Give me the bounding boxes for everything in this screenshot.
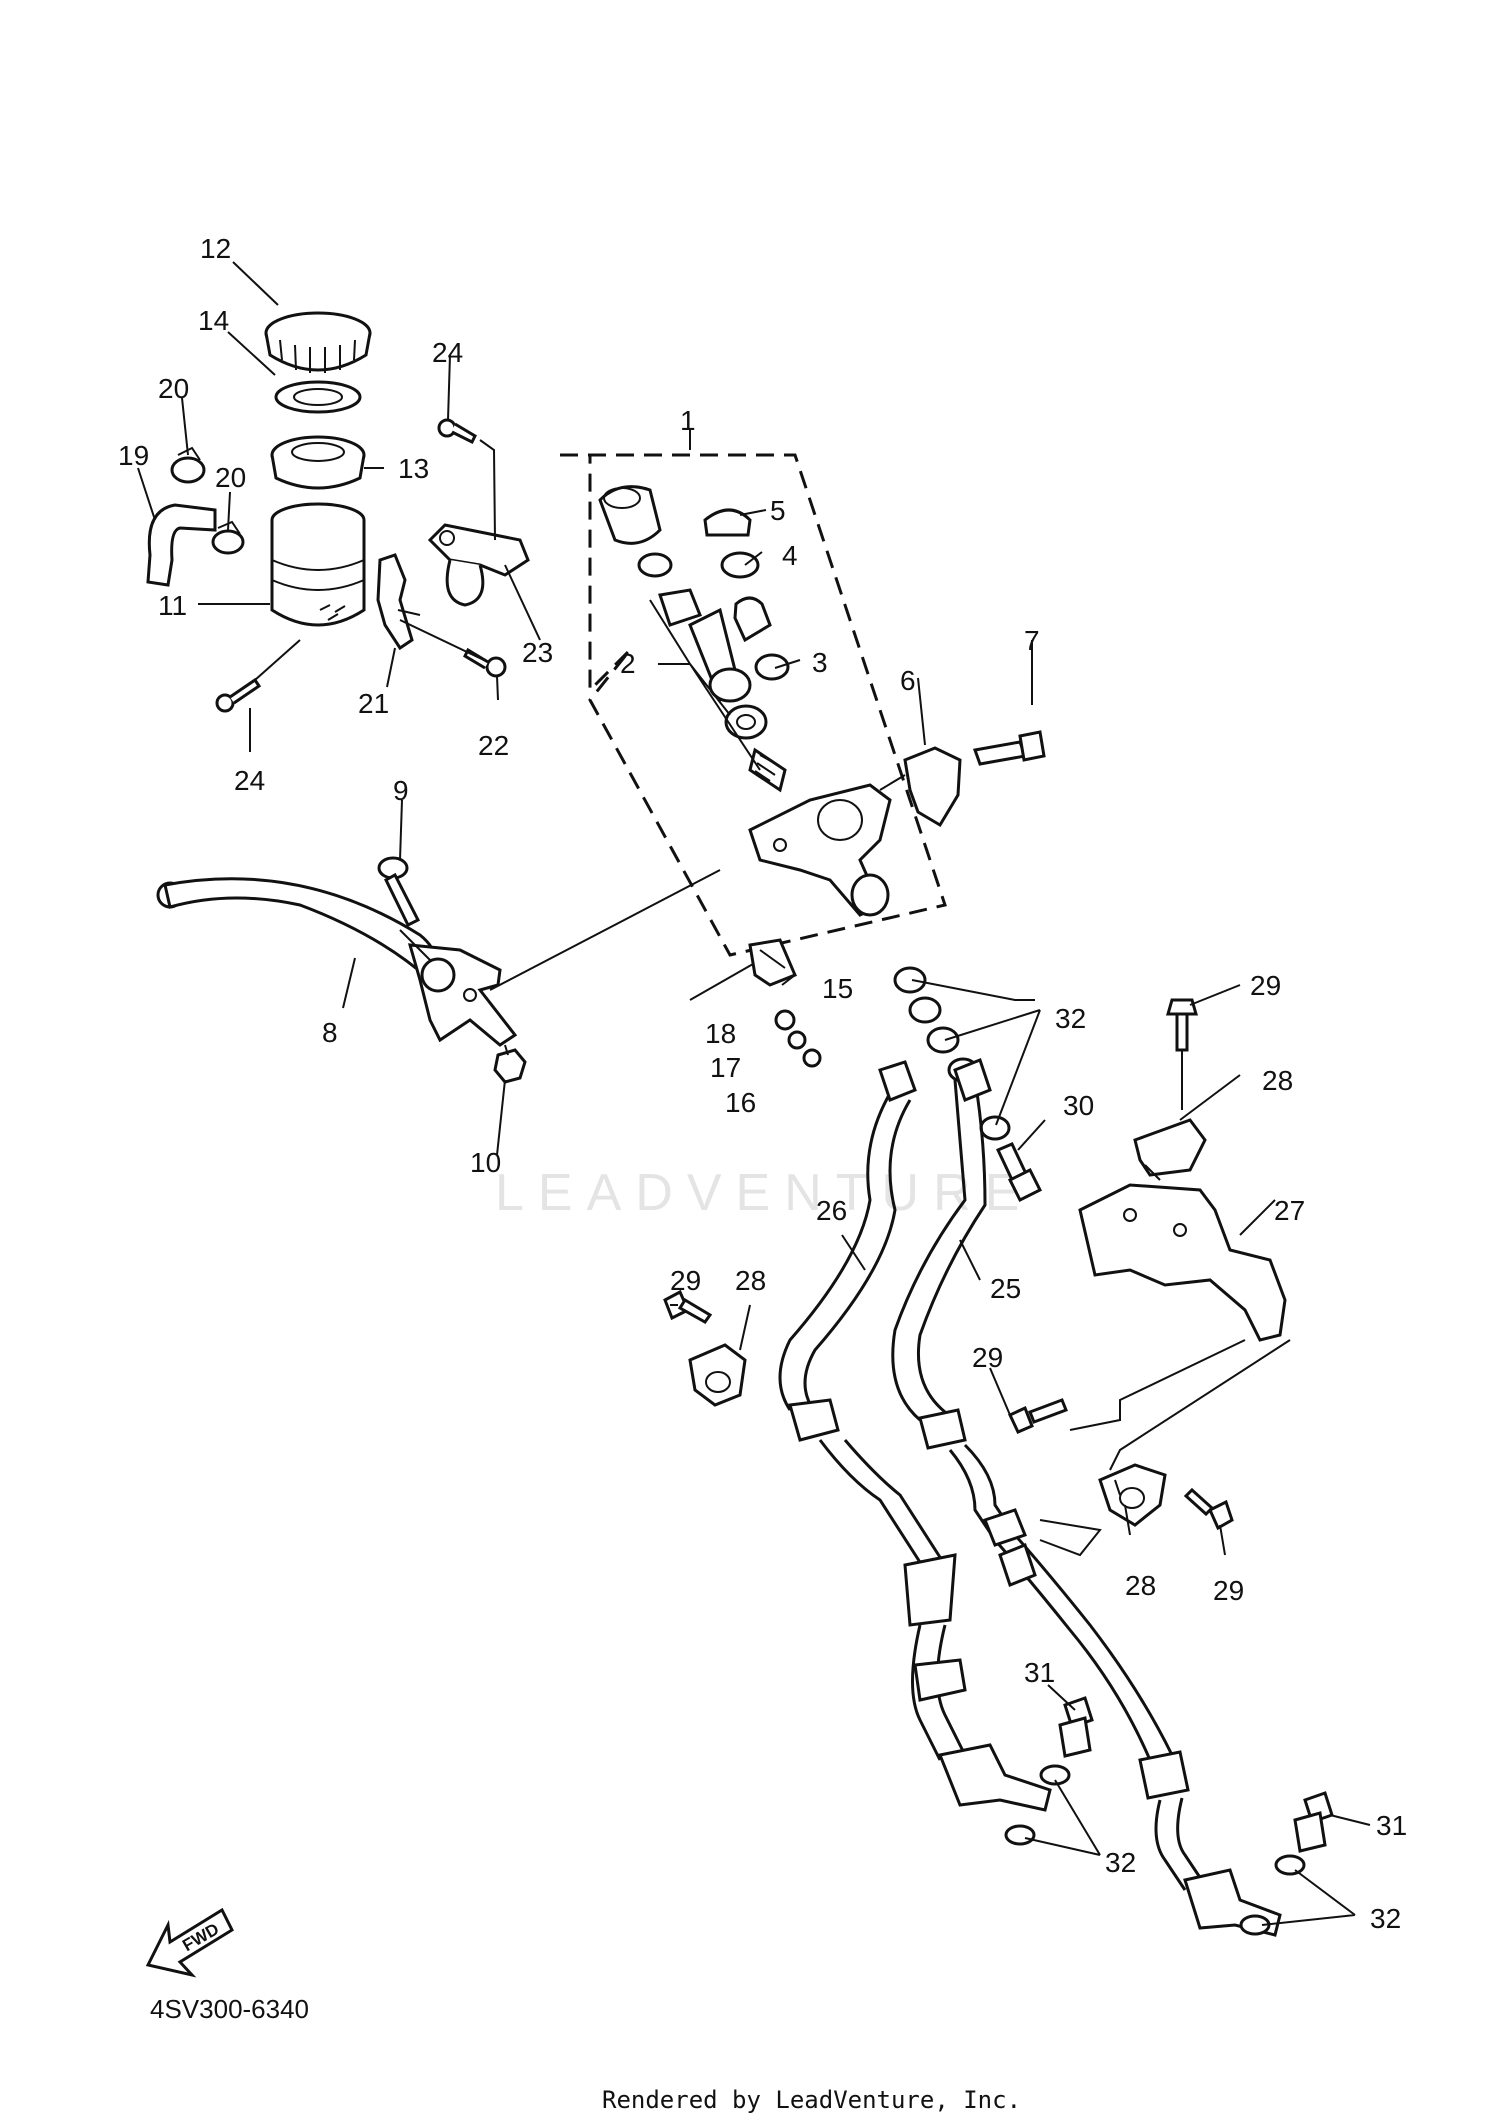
callout-13: 13 <box>398 453 429 484</box>
gasket-32c <box>926 1026 960 1054</box>
master-cylinder-body <box>748 783 892 917</box>
hose-holder-28-lower <box>1098 1463 1167 1527</box>
callout-19: 19 <box>118 440 149 471</box>
brake-hose-26 <box>778 1060 1052 1812</box>
bolt-29-middle <box>1008 1398 1068 1434</box>
clamp-holder <box>903 746 962 828</box>
bolt-29-right <box>1183 1487 1234 1531</box>
bolt-29-left <box>663 1289 713 1324</box>
screw-16 <box>802 1048 822 1068</box>
watermark: LEADVENTURE <box>495 1164 1033 1222</box>
callout-2: 2 <box>620 648 636 679</box>
callout-31b: 31 <box>1376 1810 1407 1841</box>
callout-20: 20 <box>158 373 189 404</box>
hose-clip-upper <box>170 446 206 484</box>
hose-bracket-27 <box>1078 1183 1287 1342</box>
reservoir-cap-small <box>703 508 752 537</box>
small-o-ring <box>754 653 790 681</box>
callout-27: 27 <box>1274 1195 1305 1226</box>
gasket-32f <box>1039 1764 1071 1786</box>
union-bolt-31-right <box>1293 1791 1334 1853</box>
brake-lever <box>156 877 518 1047</box>
gasket-32h <box>1274 1854 1306 1876</box>
gasket-32a <box>893 966 927 994</box>
gasket-32g <box>1004 1824 1036 1846</box>
hose-clip-lower <box>211 520 245 555</box>
reservoir-hose <box>146 503 217 587</box>
callout-18: 18 <box>705 1018 736 1049</box>
callout-32c: 32 <box>1370 1903 1401 1934</box>
union-bolt-30 <box>995 1142 1043 1203</box>
callout-17: 17 <box>710 1052 741 1083</box>
gasket-32e <box>979 1115 1011 1141</box>
callout-30: 30 <box>1063 1090 1094 1121</box>
union-bolt-31-left <box>1058 1696 1094 1758</box>
callout-29d: 29 <box>1213 1575 1244 1606</box>
callout-22: 22 <box>478 730 509 761</box>
callout-28b: 28 <box>735 1265 766 1296</box>
callout-23: 23 <box>522 637 553 668</box>
callout-4: 4 <box>782 540 798 571</box>
part-number-code: 4SV300-6340 <box>150 1994 309 2024</box>
callout-20b: 20 <box>215 462 246 493</box>
callout-10: 10 <box>470 1147 501 1178</box>
callout-11: 11 <box>158 590 187 621</box>
callout-29b: 29 <box>670 1265 701 1296</box>
piston-boot <box>598 485 662 545</box>
callout-5: 5 <box>770 495 786 526</box>
callout-12: 12 <box>200 233 231 264</box>
callout-16: 16 <box>725 1087 756 1118</box>
diaphragm <box>270 435 366 490</box>
washer-18 <box>774 1009 796 1031</box>
bolt-reservoir-top <box>437 418 477 445</box>
lever-nut <box>493 1048 527 1084</box>
circlip <box>637 552 673 578</box>
callout-9: 9 <box>393 775 409 806</box>
fwd-arrow-icon: FWD <box>145 1907 234 1978</box>
callout-29c: 29 <box>972 1342 1003 1373</box>
assembly-outline <box>560 453 947 957</box>
reservoir-tank <box>270 502 366 627</box>
callout-26: 26 <box>816 1195 847 1226</box>
callout-1: 1 <box>680 405 696 436</box>
gasket-32b <box>908 996 942 1024</box>
hose-holder-28-left <box>688 1343 747 1407</box>
reservoir-cap <box>264 311 372 373</box>
clamp-bolt <box>972 730 1046 766</box>
hose-holder-28-right <box>1133 1118 1207 1181</box>
callout-31: 31 <box>1024 1657 1055 1688</box>
nut-17 <box>787 1030 807 1050</box>
reservoir-holder <box>376 553 421 651</box>
callout-14: 14 <box>198 305 229 336</box>
callout-3: 3 <box>812 647 828 678</box>
callout-24: 24 <box>432 337 463 368</box>
callout-29: 29 <box>1250 970 1281 1001</box>
callout-24b: 24 <box>234 765 265 796</box>
callout-28c: 28 <box>1125 1570 1156 1601</box>
callout-8: 8 <box>322 1017 338 1048</box>
callout-6: 6 <box>900 665 916 696</box>
reservoir-bracket <box>427 523 530 607</box>
brake-hose-25 <box>891 1058 1282 1937</box>
callout-21: 21 <box>358 688 389 719</box>
union-fitting <box>733 596 772 643</box>
piston-kit <box>658 588 787 793</box>
bolt-29-top <box>1166 998 1198 1052</box>
callout-32: 32 <box>1055 1003 1086 1034</box>
o-ring <box>720 551 760 579</box>
callout-25: 25 <box>990 1273 1021 1304</box>
bolt-reservoir-bottom <box>215 677 262 713</box>
callout-32b: 32 <box>1105 1847 1136 1878</box>
brake-switch <box>748 938 797 987</box>
diaphragm-plate <box>274 380 362 414</box>
callout-15: 15 <box>822 973 853 1004</box>
lever-pivot-bolt <box>377 856 421 928</box>
footer-text: Rendered by LeadVenture, Inc. <box>602 2086 1021 2114</box>
callout-7: 7 <box>1024 625 1040 656</box>
callout-28: 28 <box>1262 1065 1293 1096</box>
